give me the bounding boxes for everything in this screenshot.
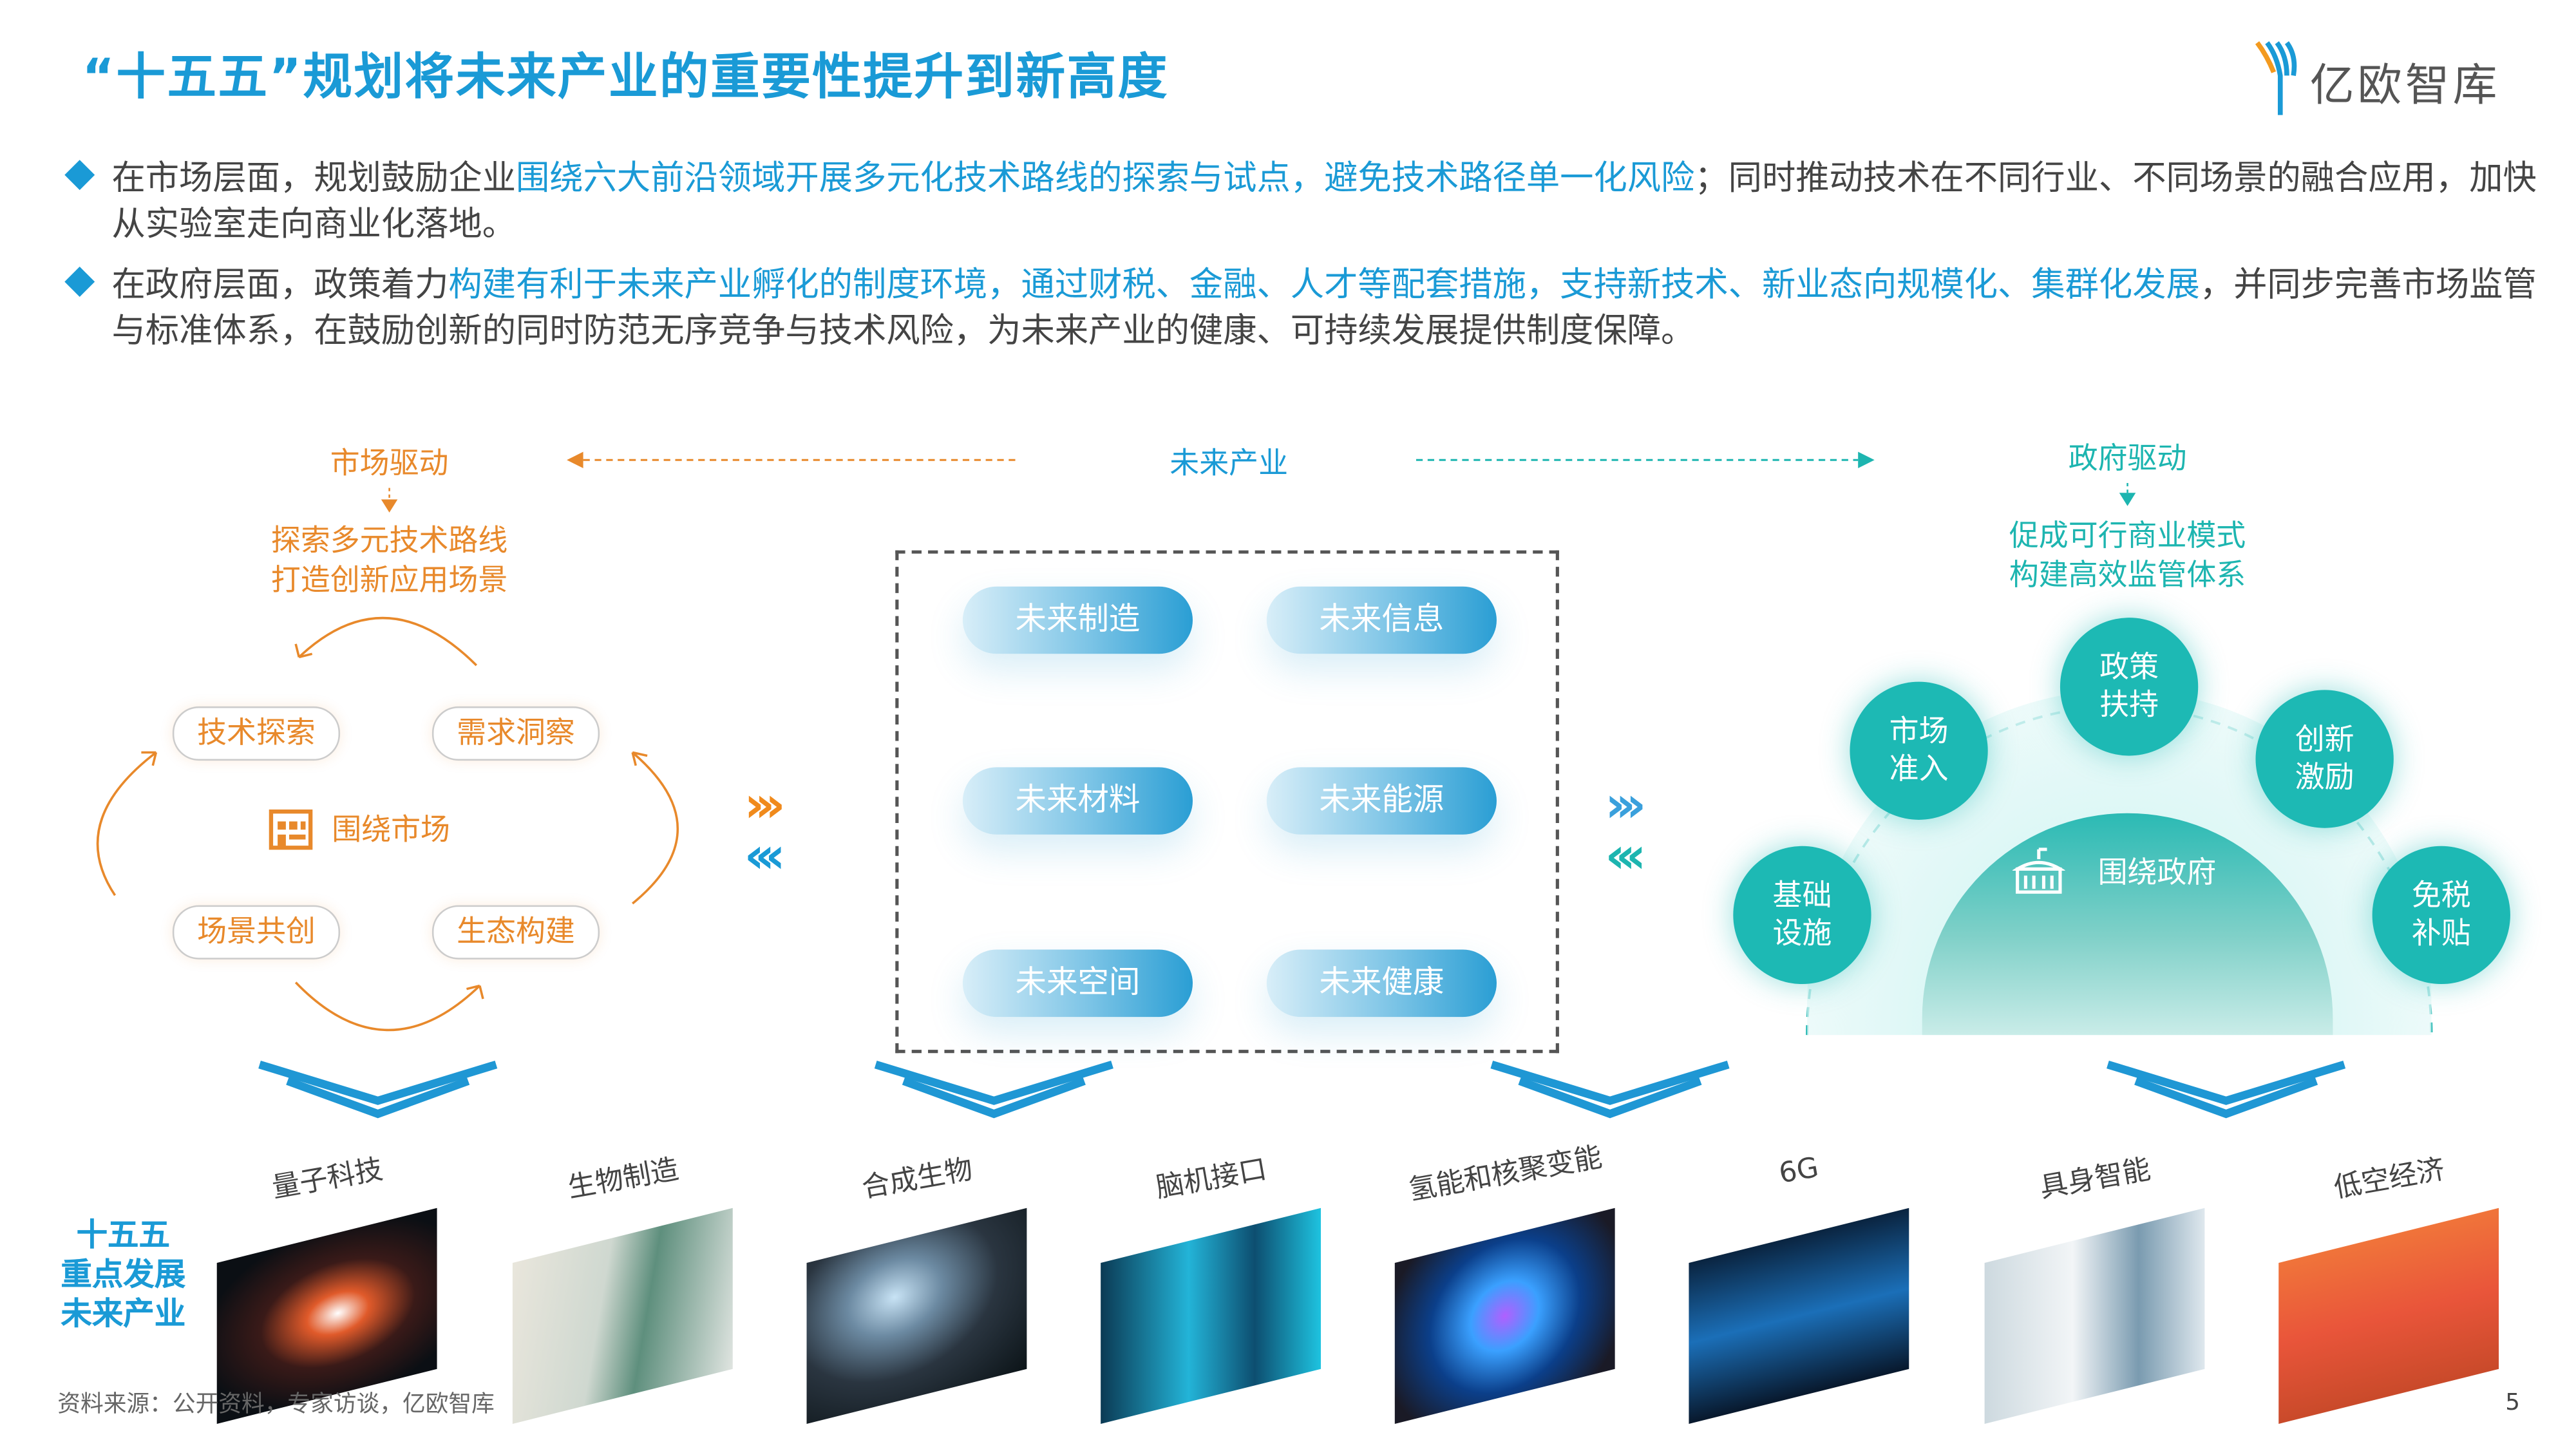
future-item-pill: 未来能源 xyxy=(1266,767,1497,835)
bullet-text: 在政府层面，政策着力 xyxy=(111,264,449,304)
double-chevron-down-icon xyxy=(874,1060,1113,1105)
bullet-highlight: 构建有利于未来产业孵化的制度环境，通过财税、金融、人才等配套措施，支持新技术、新… xyxy=(448,264,2200,304)
bullet-text: ，并同步完善市场监管与标准体系，在鼓励创新的同时防范无序竞争与技术风险，为未来产… xyxy=(111,264,2537,350)
bullet-text: ；同时推动技术在不同行业、不同场景的融合应用，加快从实验室走向商业化落地。 xyxy=(111,157,2537,243)
circle-text: 基础 xyxy=(1772,878,1832,914)
key-label-line: 未来产业 xyxy=(61,1296,186,1332)
arrow-left-icon xyxy=(567,451,583,469)
future-item-pill: 未来制造 xyxy=(962,586,1193,654)
market-goal: 打造创新应用场景 xyxy=(270,563,508,598)
future-item-pill: 未来材料 xyxy=(962,767,1193,835)
government-item-circle: 免税补贴 xyxy=(2372,846,2510,985)
market-item-pill: 场景共创 xyxy=(172,905,341,960)
market-center-label: 围绕市场 xyxy=(332,813,450,848)
circle-text: 扶持 xyxy=(2099,688,2159,723)
circle-text: 政策 xyxy=(2099,650,2159,685)
government-center: 围绕政府 xyxy=(2012,846,2216,896)
market-goal: 探索多元技术路线 xyxy=(270,524,508,559)
circle-text: 准入 xyxy=(1889,752,1949,787)
page-title: “十五五”规划将未来产业的重要性提升到新高度 xyxy=(82,49,1169,107)
future-item-pill: 未来信息 xyxy=(1266,586,1497,654)
key-label-line: 重点发展 xyxy=(61,1256,186,1293)
chevrons-right-icon: ››› xyxy=(744,777,786,835)
market-item-pill: 需求洞察 xyxy=(431,706,600,761)
chevrons-right-icon: ››› xyxy=(1605,777,1646,835)
government-item-circle: 政策扶持 xyxy=(2060,618,2199,756)
key-development-label: 十五五 重点发展 未来产业 xyxy=(57,1216,189,1334)
market-center: 围绕市场 xyxy=(266,805,450,851)
market-goals: 探索多元技术路线 打造创新应用场景 xyxy=(225,522,553,601)
arrow-down-icon xyxy=(2119,493,2136,506)
government-item-circle: 基础设施 xyxy=(1733,846,1871,985)
double-chevron-down-icon xyxy=(258,1060,498,1105)
circle-text: 市场 xyxy=(1889,714,1949,750)
cycle-arrows-icon xyxy=(96,616,679,1032)
future-item-pill: 未来健康 xyxy=(1266,949,1497,1018)
market-item-pill: 技术探索 xyxy=(172,706,341,761)
shop-icon xyxy=(269,810,313,850)
market-item-pill: 生态构建 xyxy=(431,905,600,960)
double-chevron-down-icon xyxy=(2107,1060,2346,1105)
page-number: 5 xyxy=(2505,1390,2521,1416)
arrow-right-icon xyxy=(1858,451,1875,469)
double-chevron-down-icon xyxy=(1490,1060,1730,1105)
circle-text: 激励 xyxy=(2295,761,2354,795)
government-building-icon xyxy=(2012,848,2065,894)
government-item-circle: 市场准入 xyxy=(1850,681,1988,820)
government-goal: 促成可行商业模式 xyxy=(2009,519,2246,554)
government-goal: 构建高效监管体系 xyxy=(2009,558,2246,593)
circle-text: 创新 xyxy=(2295,723,2354,758)
market-driven-heading: 市场驱动 xyxy=(330,446,449,482)
government-goals: 促成可行商业模式 构建高效监管体系 xyxy=(1963,518,2291,596)
logo: 亿欧智库 xyxy=(2251,39,2530,118)
arrow-down-icon xyxy=(381,499,398,513)
circle-text: 免税 xyxy=(2411,878,2471,914)
bullet-government: 在政府层面，政策着力构建有利于未来产业孵化的制度环境，通过财税、金融、人才等配套… xyxy=(64,261,2559,354)
circle-text: 补贴 xyxy=(2411,916,2471,952)
key-label-line: 十五五 xyxy=(76,1217,171,1254)
chevrons-left-icon: ‹‹‹ xyxy=(744,828,786,886)
circle-text: 设施 xyxy=(1772,916,1832,952)
bullet-text: 在市场层面，规划鼓励企业 xyxy=(111,157,516,198)
down-chevrons xyxy=(258,1060,2346,1119)
government-driven-heading: 政府驱动 xyxy=(2068,442,2187,477)
future-industry-box xyxy=(895,550,1559,1054)
government-center-label: 围绕政府 xyxy=(2098,856,2217,891)
chevrons-left-icon: ‹‹‹ xyxy=(1605,828,1646,886)
logo-text: 亿欧智库 xyxy=(2309,61,2501,112)
bullet-market: 在市场层面，规划鼓励企业围绕六大前沿领域开展多元化技术路线的探索与试点，避免技术… xyxy=(64,155,2559,247)
future-item-pill: 未来空间 xyxy=(962,949,1193,1018)
future-industry-heading: 未来产业 xyxy=(1170,446,1288,482)
logo-mark-icon xyxy=(2255,41,2297,115)
source-note: 资料来源：公开资料，专家访谈，亿欧智库 xyxy=(57,1391,495,1418)
bullet-highlight: 围绕六大前沿领域开展多元化技术路线的探索与试点，避免技术路径单一化风险 xyxy=(516,157,1695,198)
government-item-circle: 创新激励 xyxy=(2255,690,2394,828)
